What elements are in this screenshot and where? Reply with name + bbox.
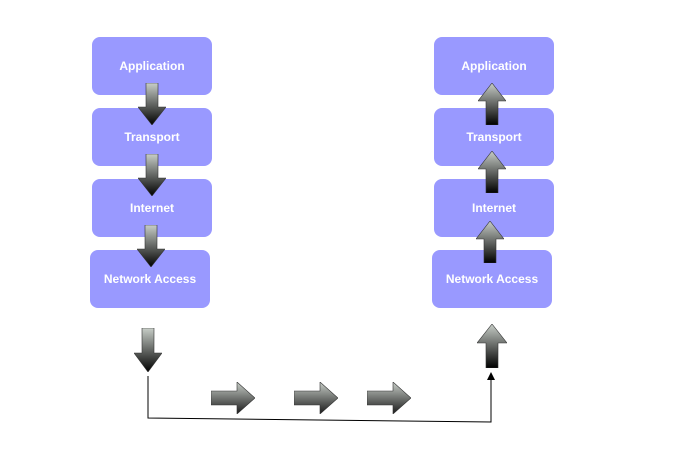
- down-arrow-icon: [134, 328, 162, 372]
- sender-layer-label: Application: [119, 59, 185, 73]
- down-arrow-icon: [137, 225, 165, 267]
- right-arrow-icon: [294, 382, 338, 414]
- up-arrow-icon: [477, 324, 507, 368]
- sender-layer-application: Application: [92, 37, 212, 95]
- right-arrow-icon: [367, 382, 411, 414]
- receiver-layer-label: Network Access: [445, 272, 539, 286]
- receiver-layer-label: Internet: [471, 201, 516, 215]
- up-arrow-icon: [478, 151, 506, 193]
- sender-layer-label: Internet: [129, 201, 174, 215]
- transmission-connector-line: [147, 376, 492, 423]
- up-arrow-icon: [476, 221, 504, 263]
- right-arrow-icon: [211, 382, 255, 414]
- sender-layer-label: Network Access: [103, 272, 197, 286]
- receiver-layer-label: Application: [461, 59, 527, 73]
- down-arrow-icon: [138, 154, 166, 196]
- connector-arrowhead: [487, 372, 495, 380]
- down-arrow-icon: [138, 83, 166, 125]
- sender-layer-label: Transport: [124, 130, 180, 144]
- receiver-layer-label: Transport: [466, 130, 522, 144]
- up-arrow-icon: [478, 83, 506, 125]
